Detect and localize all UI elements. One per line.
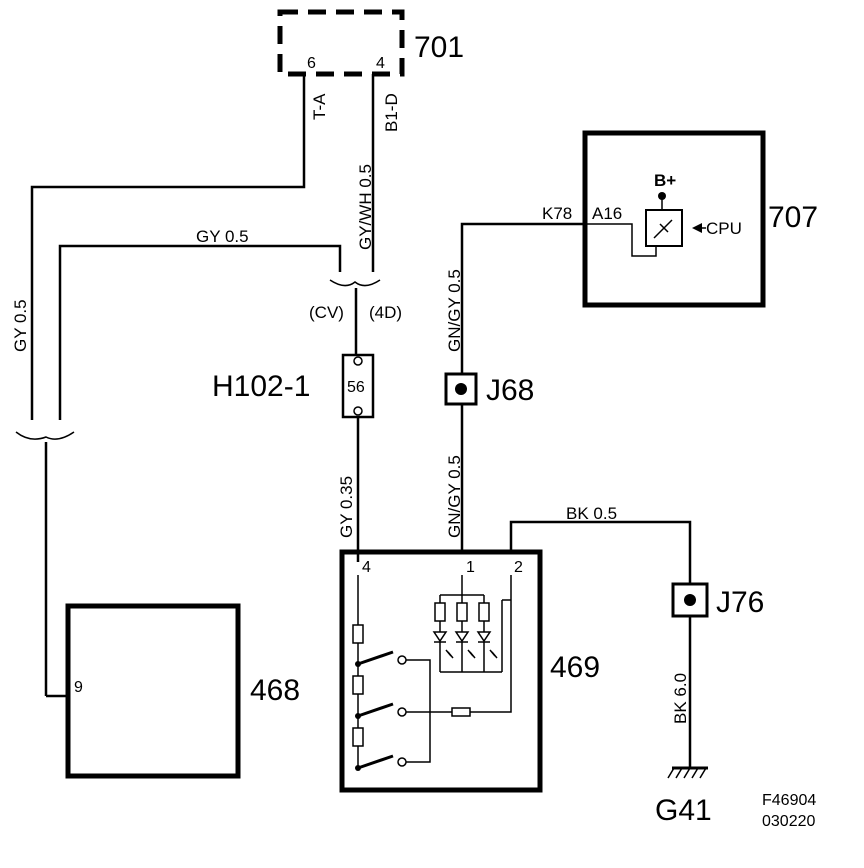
ground-hatch-icon: [667, 767, 707, 779]
g41-label: G41: [655, 794, 712, 827]
connector-k78: K78: [542, 204, 572, 223]
wire-label-4d: (4D): [369, 303, 402, 322]
j68-label: J68: [486, 374, 534, 407]
wire-t-a: [30, 74, 306, 420]
pin-701-4: 4: [376, 55, 385, 72]
pin-469-4: 4: [362, 559, 371, 576]
component-468-label: 468: [250, 674, 300, 707]
pin-701-6: 6: [307, 55, 316, 72]
wire-label-gy-left: GY 0.5: [11, 299, 30, 352]
component-469-box: [339, 549, 543, 793]
wire-label-bk-60: BK 6.0: [671, 673, 690, 724]
wire-label-gngy-top: GN/GY 0.5: [445, 269, 464, 352]
j76-label: J76: [716, 586, 764, 619]
wire-label-gywh: GY/WH 0.5: [356, 164, 375, 250]
led-bank: [432, 575, 511, 673]
wire-gy-top: [58, 244, 342, 420]
connector-brace-cv-4d: [329, 279, 381, 287]
component-468-box: [65, 603, 241, 779]
wire-label-bk-top: BK 0.5: [566, 504, 617, 523]
wire-bk-top: [509, 520, 692, 584]
cpu-label: CPU: [706, 219, 742, 238]
footer-code: F46904: [762, 792, 816, 809]
transistor-output-wire: [585, 223, 657, 257]
connector-a16: A16: [592, 204, 622, 223]
footer-date: 030220: [762, 813, 815, 830]
wire-gngy-top: [460, 222, 585, 374]
component-707-box: [582, 130, 766, 308]
h102-terminal-bottom: [353, 406, 363, 416]
component-707-label: 707: [768, 201, 818, 234]
pin-468-9: 9: [74, 679, 83, 696]
pin-469-2: 2: [514, 559, 523, 576]
wire-label-cv: (CV): [309, 303, 344, 322]
connector-brace-left: [15, 431, 75, 440]
wire-label-t-a: T-A: [310, 93, 329, 120]
component-701-label: 701: [414, 31, 464, 64]
transistor-symbol-icon: [653, 219, 673, 239]
transistor-box: [645, 209, 683, 247]
j76-dot: [684, 594, 696, 606]
wire-label-gngy-bottom: GN/GY 0.5: [445, 455, 464, 538]
pin-469-1: 1: [466, 559, 475, 576]
h102-pin-label: 56: [347, 379, 365, 396]
j68-dot: [455, 383, 467, 395]
bplus-label: B+: [654, 171, 676, 190]
wire-label-gy-035: GY 0.35: [337, 476, 356, 538]
cpu-arrow-icon: [692, 223, 702, 233]
component-469-label: 469: [550, 651, 600, 684]
wire-label-gy-top: GY 0.5: [196, 227, 249, 246]
h102-label: H102-1: [212, 370, 310, 403]
switch-chain: [352, 575, 512, 771]
component-701-box: [277, 9, 405, 77]
wire-label-b1-d: B1-D: [382, 93, 401, 132]
h102-terminal-top: [353, 356, 363, 366]
